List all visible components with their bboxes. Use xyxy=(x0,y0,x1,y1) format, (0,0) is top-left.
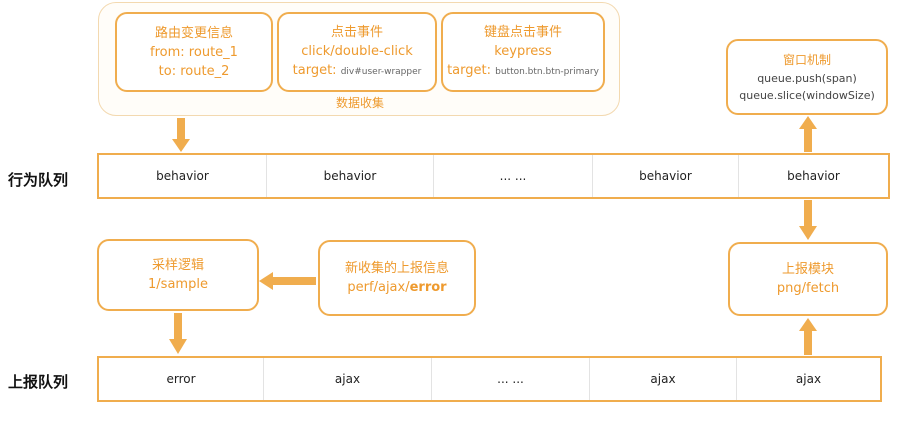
behavior-cell: ... ... xyxy=(434,155,593,197)
click-target-prefix: target: xyxy=(292,62,341,78)
new-report-types-prefix: perf/ajax/ xyxy=(347,280,410,295)
click-event-card: 点击事件 click/double-click target: div#user… xyxy=(277,12,437,92)
keyboard-event-type: keypress xyxy=(494,43,552,59)
behavior-cell: behavior xyxy=(99,155,267,197)
keyboard-target-value: button.btn.btn-primary xyxy=(495,66,599,77)
route-change-card: 路由变更信息 from: route_1 to: route_2 xyxy=(115,12,273,92)
report-cell: ... ... xyxy=(432,358,590,400)
new-report-title: 新收集的上报信息 xyxy=(344,261,449,276)
arrow-collect-to-behavior xyxy=(172,118,190,152)
report-module-title: 上报模块 xyxy=(781,262,834,277)
report-cell: ajax xyxy=(795,372,822,386)
new-report-types-error: error xyxy=(409,280,447,295)
report-module-card: 上报模块 png/fetch xyxy=(728,242,888,316)
behavior-cell: behavior xyxy=(593,155,739,197)
report-queue: error ajax ... ... ajax ajax xyxy=(97,356,882,402)
window-slice: queue.slice(windowSize) xyxy=(739,88,875,102)
report-cell: ajax xyxy=(590,358,737,400)
keyboard-target-prefix: target: xyxy=(447,62,496,78)
arrow-behavior-to-report-module xyxy=(799,200,817,240)
arrow-sampling-to-report-queue xyxy=(169,313,187,354)
new-report-types: perf/ajax/error xyxy=(347,278,446,297)
new-report-info-card: 新收集的上报信息 perf/ajax/error xyxy=(318,240,476,316)
click-event-types: click/double-click xyxy=(301,43,413,59)
route-change-title: 路由变更信息 xyxy=(154,25,233,41)
route-from: from: route_1 xyxy=(150,44,238,60)
sampling-title: 采样逻辑 xyxy=(151,258,204,273)
window-mechanism-card: 窗口机制 queue.push(span) queue.slice(window… xyxy=(726,39,888,115)
window-push: queue.push(span) xyxy=(757,71,857,85)
keyboard-event-card: 键盘点击事件 keypress target: button.btn.btn-p… xyxy=(441,12,605,92)
report-module-method: png/fetch xyxy=(776,281,840,296)
behavior-cell: behavior xyxy=(787,169,840,183)
click-event-title: 点击事件 xyxy=(330,24,383,40)
sampling-rate: 1/sample xyxy=(148,277,208,292)
report-cell: error xyxy=(99,358,264,400)
behavior-queue: behavior behavior ... ... behavior behav… xyxy=(97,153,890,199)
window-mechanism-title: 窗口机制 xyxy=(782,52,831,67)
report-cell: ajax xyxy=(264,358,432,400)
keyboard-event-target: target: button.btn.btn-primary xyxy=(447,61,599,82)
arrow-behavior-to-window xyxy=(799,116,817,152)
arrow-report-queue-to-module xyxy=(799,318,817,355)
report-queue-label: 上报队列 xyxy=(8,373,69,391)
click-target-value: div#user-wrapper xyxy=(340,66,422,77)
route-to: to: route_2 xyxy=(158,63,230,79)
arrow-new-info-to-sampling xyxy=(259,272,316,290)
behavior-cell: behavior xyxy=(267,155,434,197)
click-event-target: target: div#user-wrapper xyxy=(293,61,422,82)
data-collection-label: 数据收集 xyxy=(335,96,384,110)
sampling-logic-card: 采样逻辑 1/sample xyxy=(97,239,259,311)
keyboard-event-title: 键盘点击事件 xyxy=(483,24,562,40)
behavior-queue-label: 行为队列 xyxy=(8,171,69,189)
